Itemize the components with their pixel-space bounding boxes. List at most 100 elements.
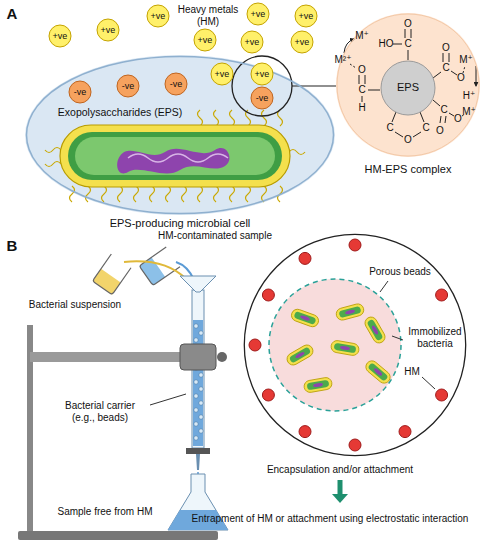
- atom: C: [358, 84, 365, 96]
- immobilized-bacteria: [345, 309, 356, 315]
- immobilized-bacteria: [330, 340, 360, 357]
- atom: O: [358, 64, 366, 76]
- metal-cation: +ve: [96, 18, 120, 42]
- flagella: [166, 186, 171, 202]
- heavy-metal-dots: [349, 239, 361, 251]
- atom: O: [442, 42, 450, 54]
- carrier-beads: [194, 324, 198, 328]
- immobilized-bacteria: [293, 311, 316, 325]
- heavy-metal-dots: [249, 339, 261, 351]
- immobilized-bacteria: [371, 325, 379, 335]
- chemical-bonds: [408, 50, 409, 60]
- chemical-bonds: [463, 66, 465, 73]
- atom: O: [404, 18, 412, 30]
- carrier-beads: [199, 429, 203, 433]
- metal-cation-shape: [291, 31, 313, 53]
- group-label: Heavy metals (HM): [173, 4, 243, 28]
- carrier-beads: [199, 373, 203, 377]
- metal-cation: +ve: [294, 4, 318, 28]
- immobilized-bacteria: [285, 303, 393, 394]
- chemical-bonds: [359, 75, 360, 84]
- flagella: [214, 110, 219, 126]
- porous-bead: [269, 279, 401, 411]
- ion: H⁺: [463, 90, 476, 102]
- immobilized-bacteria: [363, 358, 392, 385]
- step-label: Encapsulation and/or attachment: [267, 464, 413, 476]
- carrier-beads: [199, 415, 203, 419]
- process-arrow: [332, 480, 348, 503]
- part-label: Sample free from HM: [57, 506, 152, 518]
- cell-envelope-shape: [27, 57, 334, 214]
- magnifier-ground: [243, 233, 467, 457]
- flagella: [214, 186, 219, 202]
- metal-cation-shape: [211, 63, 233, 85]
- chemical-bonds: [365, 75, 366, 84]
- flagella: [45, 148, 61, 153]
- flagella: [86, 186, 91, 202]
- magnified-view-text: Immobilized bacteria: [405, 326, 465, 350]
- flagella: [118, 186, 123, 202]
- immobilized-bacteria: [303, 377, 333, 394]
- leader-line: [422, 377, 435, 389]
- chemical-bonds: [362, 96, 363, 102]
- bacterium-body: [128, 154, 228, 162]
- flagella: [70, 186, 75, 202]
- stopcock: [186, 448, 210, 454]
- immobilized-bacteria: [330, 340, 360, 357]
- atom: C: [442, 62, 449, 74]
- chemical-bonds: [405, 29, 406, 38]
- eps-core-text: EPS: [397, 81, 419, 94]
- pour-stream: [124, 261, 186, 279]
- heavy-metal-dots: [399, 426, 411, 438]
- part-label: Bacterial suspension: [29, 299, 121, 311]
- atom: O: [454, 113, 462, 125]
- anionic-site-text: -ve: [74, 87, 87, 98]
- funnel: [180, 276, 216, 292]
- stand-base: [18, 531, 218, 540]
- eps-layer: [25, 55, 335, 215]
- ion: M²⁺: [335, 54, 352, 66]
- flagella: [102, 186, 107, 202]
- carrier-beads: [194, 338, 198, 342]
- panel-letter: A: [7, 5, 18, 23]
- carrier-beads: [194, 408, 198, 412]
- eps-core-shape: [381, 61, 435, 115]
- bacterium-body: [60, 125, 290, 187]
- chemical-bonds: [451, 71, 457, 75]
- flagella: [182, 186, 187, 202]
- heavy-metal-dots: [436, 389, 448, 401]
- metal-cation: +ve: [193, 28, 217, 52]
- carrier-beads: [194, 380, 198, 384]
- chemical-bonds: [433, 72, 441, 78]
- chemical-bonds: [443, 53, 444, 62]
- flagella: [150, 186, 155, 202]
- immobilized-bacteria: [363, 358, 392, 385]
- atom: O: [404, 134, 412, 146]
- magnified-view-text: HM: [404, 366, 420, 378]
- immobilized-bacteria: [367, 362, 388, 382]
- metal-cation: +ve: [210, 62, 234, 86]
- atom: H: [358, 102, 365, 114]
- metal-cation-shape: [247, 3, 269, 25]
- metal-cation-text: +ve: [299, 11, 314, 22]
- chemical-bonds: [413, 132, 421, 137]
- metal-cation-shape: [241, 31, 263, 53]
- flagella: [230, 110, 235, 126]
- cell-envelope-text: Exopolysaccharides (EPS): [58, 106, 182, 119]
- anionic-site-text: -ve: [122, 81, 135, 92]
- column-tip: [196, 454, 200, 470]
- flagella: [262, 110, 267, 126]
- magnified-view: Porous beadsImmobilized bacteriaHM: [243, 233, 467, 457]
- immobilized-bacteria: [290, 308, 320, 329]
- carrier-beads: [199, 331, 203, 335]
- heavy-metal-dots: [299, 426, 311, 438]
- anionic-site: -ve: [164, 72, 188, 96]
- chemical-bonds: [445, 116, 446, 123]
- zoom-circle: [232, 56, 292, 116]
- chemical-bonds: [440, 116, 441, 123]
- immobilized-bacteria: [303, 377, 333, 394]
- hm-eps-complex-text: HM-EPS complex: [365, 163, 452, 176]
- process-arrow: [332, 494, 348, 503]
- flagella: [134, 186, 139, 202]
- chemical-bonds: [392, 112, 396, 122]
